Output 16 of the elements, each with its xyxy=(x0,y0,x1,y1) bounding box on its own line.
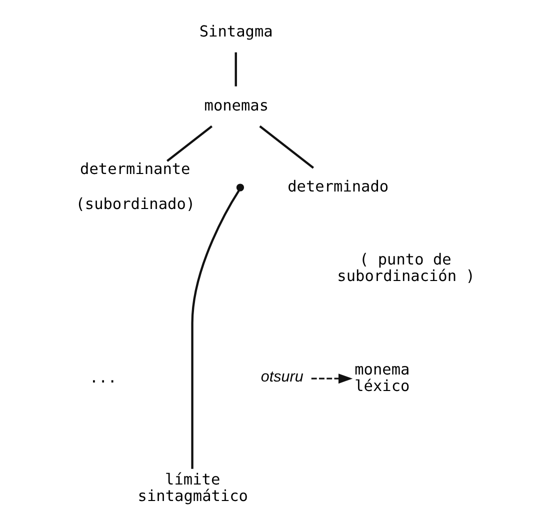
label: ... xyxy=(88,368,116,387)
connector xyxy=(166,125,212,162)
node-text: otsuru xyxy=(260,368,303,386)
node-text: determinado xyxy=(287,178,388,196)
node-circle xyxy=(236,184,244,192)
label: ( punto de subordinación ) xyxy=(336,250,474,285)
node-text: límite sintagmático xyxy=(137,470,248,505)
connector xyxy=(190,190,240,469)
node-label: (subordinado) xyxy=(75,194,195,213)
node-text: determinante xyxy=(80,160,190,178)
node-text: monemas xyxy=(204,96,268,114)
connector xyxy=(234,52,236,86)
arrow xyxy=(310,374,352,384)
node-text: Sintagma xyxy=(198,22,272,40)
connector xyxy=(258,125,314,169)
node-text: monema léxico xyxy=(354,360,410,395)
